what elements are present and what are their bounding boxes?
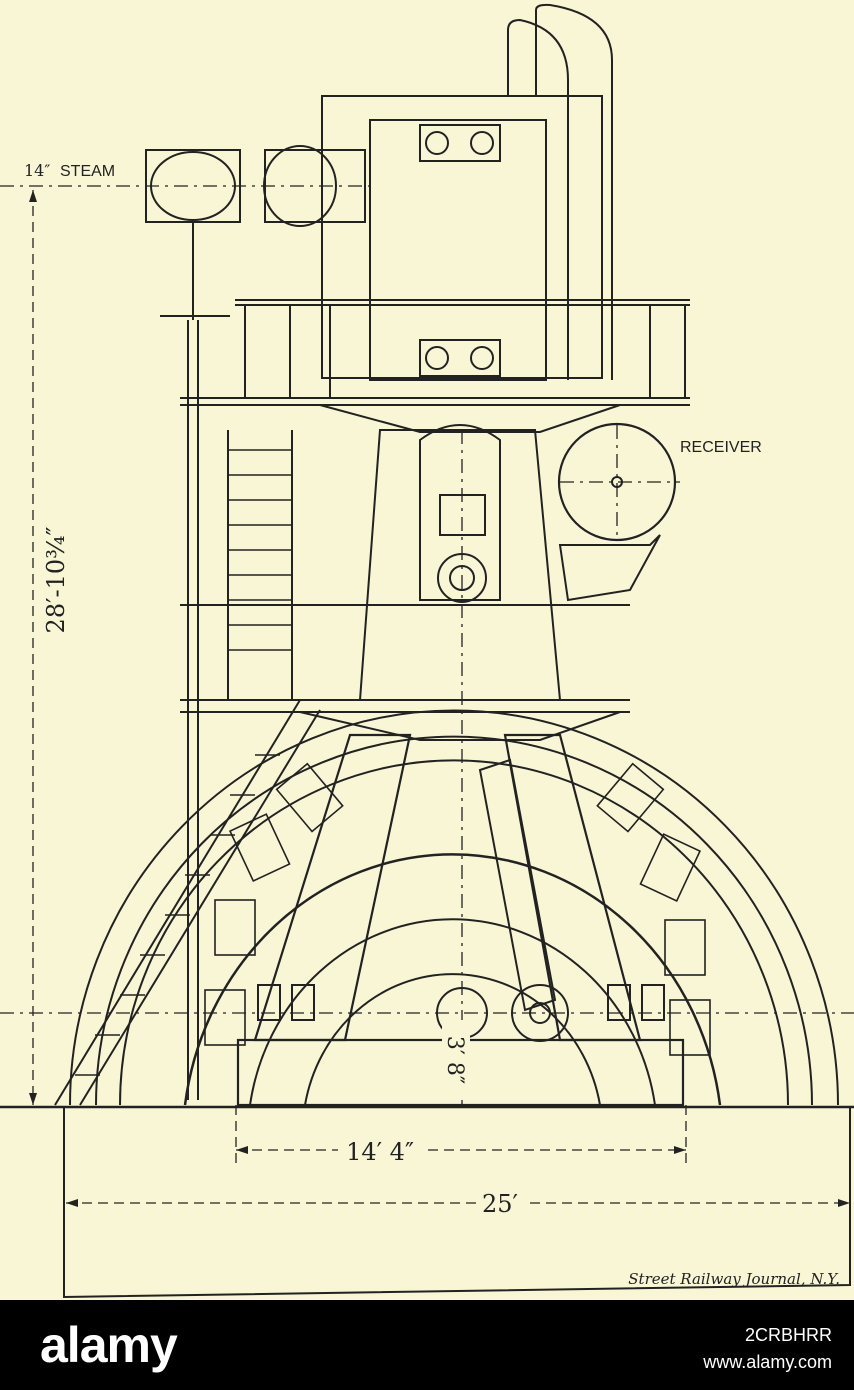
source-credit: Street Railway Journal, N.Y. xyxy=(628,1270,840,1288)
engine-diagram: 14″ STEAM RECEIVER 28′-10¾″ 14′ 4″ 25′ 3… xyxy=(0,3,854,1299)
receiver-label: RECEIVER xyxy=(680,439,762,456)
steam-size-label: 14″ xyxy=(24,161,50,180)
flywheel-rim xyxy=(95,735,813,1106)
engine-elevation-drawing: 14″ STEAM RECEIVER 28′-10¾″ 14′ 4″ 25′ 3… xyxy=(0,0,854,1300)
watermark-footer xyxy=(0,1300,854,1390)
site-url[interactable]: www.alamy.com xyxy=(703,1352,832,1372)
height-dimension: 28′-10¾″ xyxy=(42,527,70,634)
foundation xyxy=(63,1107,851,1299)
flywheel-outer xyxy=(69,709,839,1106)
shaft-height-dimension: 3′ 8″ xyxy=(442,1036,467,1084)
commutator xyxy=(304,973,601,1106)
steam-valve xyxy=(145,149,241,223)
image-id: 2CRBHRR xyxy=(744,1325,832,1345)
flywheel-inner xyxy=(119,759,789,1106)
cylinder-block xyxy=(321,95,603,379)
upper-column xyxy=(358,429,562,701)
receiver xyxy=(557,422,677,542)
armature-outer xyxy=(183,853,722,1106)
a-frame xyxy=(253,733,412,1042)
brand-logo: alamy xyxy=(40,1317,178,1373)
total-width-dimension: 25′ xyxy=(482,1190,518,1218)
bed-width-dimension: 14′ 4″ xyxy=(346,1138,414,1166)
steam-label: STEAM xyxy=(60,163,115,180)
armature-inner xyxy=(249,918,656,1106)
